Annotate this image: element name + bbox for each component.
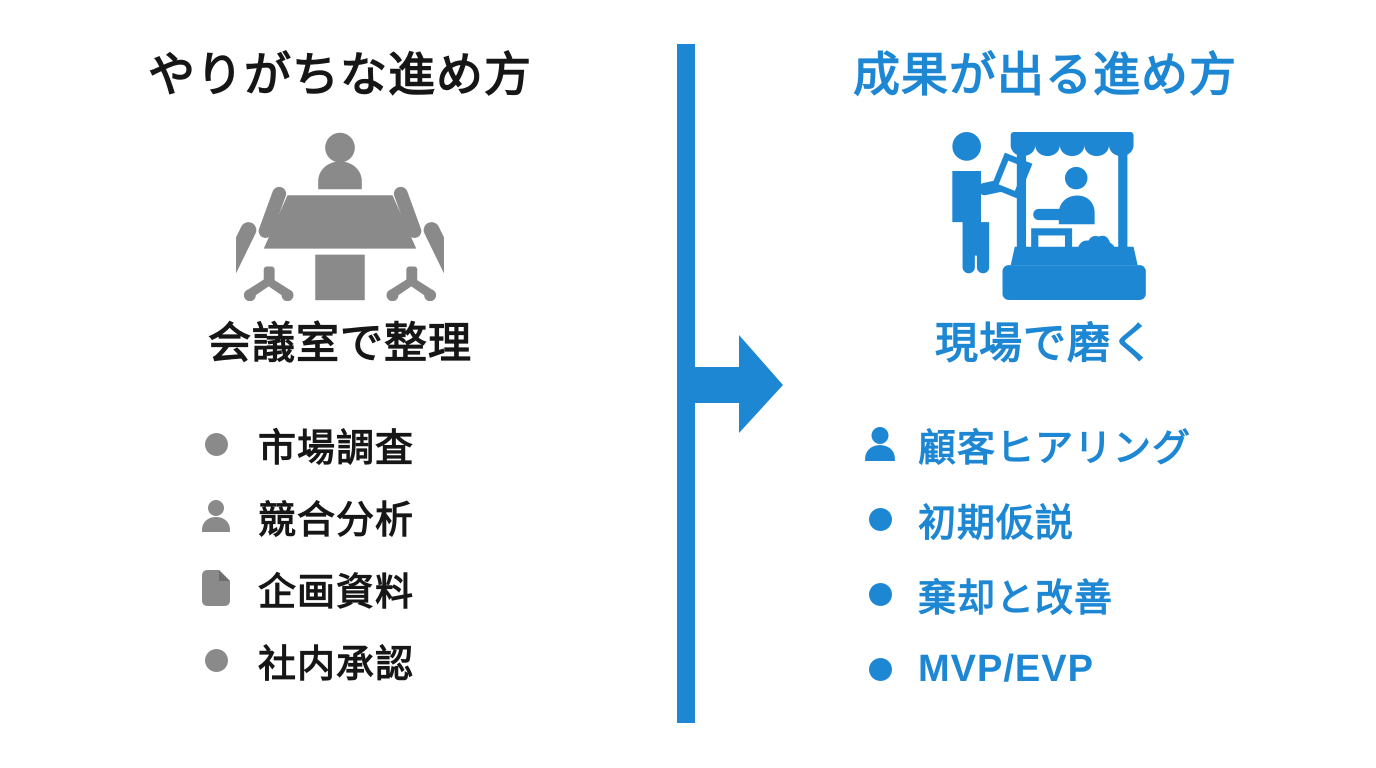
- dot-bullet-icon: [198, 424, 234, 464]
- right-item-list: 顧客ヒアリング 初期仮説 棄却と改善 MVP/EVP: [790, 422, 1300, 691]
- list-item-label: 競合分析: [258, 499, 415, 542]
- left-item-list: 市場調査 競合分析 企画資料 社内承認: [60, 422, 620, 686]
- market-stall-icon: [790, 130, 1300, 302]
- list-item: 競合分析: [198, 494, 620, 542]
- left-panel-title: やりがちな進め方: [148, 48, 532, 101]
- person-icon: [862, 424, 898, 464]
- list-item: 顧客ヒアリング: [862, 422, 1300, 470]
- meeting-room-icon: [60, 130, 620, 302]
- list-item: 社内承認: [198, 638, 620, 686]
- list-item: 棄却と改善: [862, 572, 1300, 620]
- list-item: 初期仮説: [862, 497, 1300, 545]
- list-item-label: 企画資料: [258, 571, 415, 614]
- dot-bullet-icon: [862, 649, 898, 689]
- dot-bullet-icon: [862, 499, 898, 539]
- list-item: 市場調査: [198, 422, 620, 470]
- dot-bullet-icon: [198, 640, 234, 680]
- right-arrow-icon: [695, 335, 783, 433]
- list-item-label: 初期仮説: [918, 502, 1075, 545]
- list-item: 企画資料: [198, 566, 620, 614]
- list-item-label: 社内承認: [258, 643, 415, 686]
- list-item-label: MVP/EVP: [918, 647, 1094, 690]
- left-panel: やりがちな進め方: [60, 46, 620, 710]
- right-panel-title: 成果が出る進め方: [853, 48, 1237, 101]
- document-icon: [198, 568, 234, 608]
- list-item-label: 顧客ヒアリング: [918, 427, 1192, 470]
- right-panel: 成果が出る進め方: [790, 46, 1300, 722]
- dot-bullet-icon: [862, 574, 898, 614]
- left-panel-subtitle: 会議室で整理: [208, 320, 472, 368]
- right-panel-subtitle: 現場で磨く: [935, 320, 1155, 368]
- list-item-label: 市場調査: [258, 427, 415, 470]
- person-icon: [198, 496, 234, 536]
- list-item: MVP/EVP: [862, 647, 1300, 691]
- divider-bar: [677, 44, 695, 723]
- list-item-label: 棄却と改善: [918, 577, 1114, 620]
